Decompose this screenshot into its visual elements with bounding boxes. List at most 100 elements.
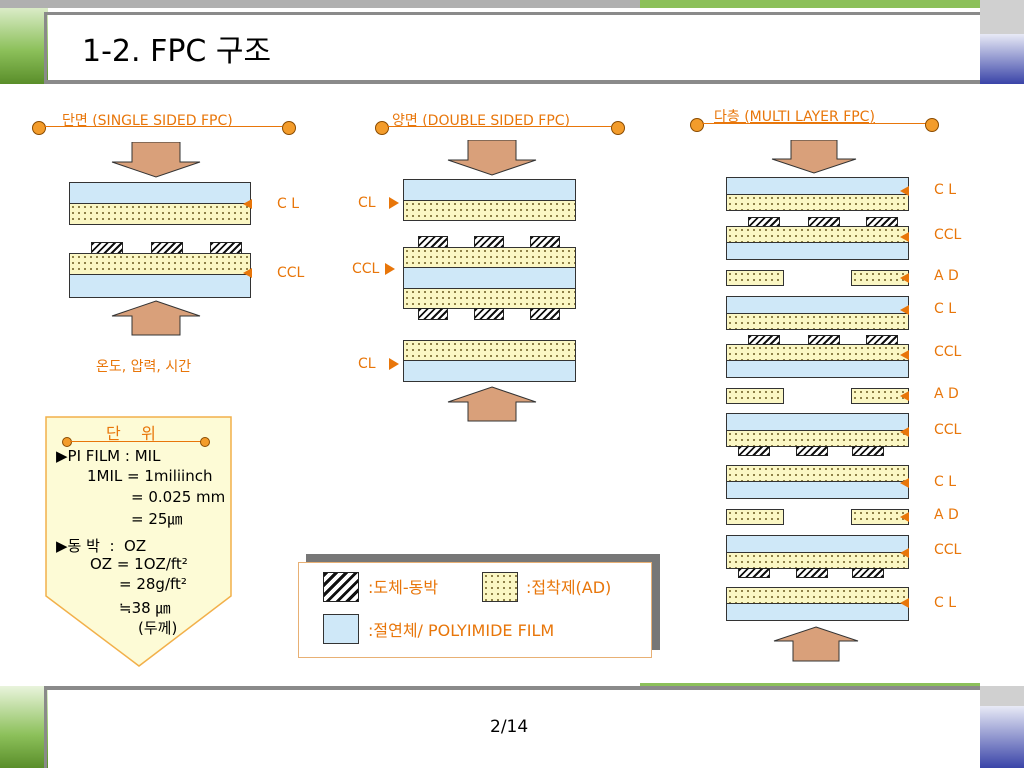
header-dot-right (611, 121, 625, 135)
double-ccl-film (403, 267, 576, 289)
multi-cl1-adhesive (726, 194, 909, 211)
page-number: 2/14 (490, 717, 529, 737)
double-cl-top-marker-icon (389, 197, 399, 209)
single-ccl-adhesive (69, 253, 251, 275)
multi-ad2-marker-icon (900, 391, 909, 401)
multi-ad2-left (726, 388, 784, 404)
arrow-up-icon (773, 626, 859, 662)
single-label-cl: C L (277, 196, 300, 212)
multi-header: 다층 (MULTI LAYER FPC) (714, 109, 875, 125)
double-cl-bottom-marker-icon (389, 358, 399, 370)
frame-right-gray (980, 0, 1024, 34)
frame-title-underline (44, 80, 980, 84)
single-cl-marker-icon (243, 199, 252, 209)
unit-line-oz: OZ = 1OZ/ft² (90, 555, 188, 573)
header-line (44, 126, 282, 127)
header-dot-right (282, 121, 296, 135)
multi-ad3-left (726, 509, 784, 525)
multi-ccl3-film (726, 413, 909, 431)
double-cl-bottom-film (403, 360, 576, 382)
multi-cl2-film (726, 296, 909, 314)
multi-cl2-adhesive (726, 313, 909, 330)
multi-cl1-marker-icon (900, 186, 909, 196)
multi-ccl4-marker-icon (900, 548, 909, 558)
header-dot-left (375, 121, 389, 135)
multi-cl3-marker-icon (900, 478, 909, 488)
multi-copper (796, 568, 828, 578)
unit-dot-left (62, 437, 72, 447)
double-label-cl-bottom: CL (358, 356, 376, 372)
unit-line-approx: ≒38 ㎛ (119, 599, 171, 617)
arrow-down-icon (771, 140, 857, 174)
multi-ccl4-film (726, 535, 909, 553)
frame-bottom-left-block (0, 686, 48, 768)
double-cl-top-film (403, 179, 576, 201)
unit-line-mil: 1MIL = 1miliinch (87, 467, 213, 485)
unit-line-g: = 28g/ft² (119, 575, 187, 593)
multi-ad2-right (851, 388, 909, 404)
multi-label-cl1: C L (934, 182, 957, 198)
header-line (702, 123, 930, 124)
arrow-up-icon (447, 386, 537, 422)
multi-ccl1-film (726, 242, 909, 260)
frame-right-blue (980, 34, 1024, 84)
multi-copper (852, 568, 884, 578)
arrow-down-icon (111, 142, 201, 178)
multi-label-ad1: A D (934, 268, 959, 284)
double-label-cl-top: CL (358, 195, 376, 211)
multi-label-ccl4: CCL (934, 542, 962, 558)
unit-line-mm: = 0.025 mm (131, 488, 226, 506)
double-copper-bottom-2 (474, 308, 504, 320)
arrow-down-icon (447, 140, 537, 176)
multi-ccl1-marker-icon (900, 232, 909, 242)
single-cl-film (69, 182, 251, 204)
arrow-up-icon (111, 300, 201, 336)
unit-title: 단 위 (106, 424, 156, 443)
legend-conductor-swatch (323, 572, 359, 602)
unit-line-copper: ▶동 박 : OZ (56, 537, 147, 555)
frame-bottom-right-gray (980, 686, 1024, 706)
slide-title: 1-2. FPC 구조 (82, 34, 272, 69)
double-label-ccl: CCL (352, 261, 380, 277)
frame-top-left-block (0, 0, 48, 84)
multi-copper (738, 446, 770, 456)
legend-conductor-label: :도체-동박 (368, 578, 439, 597)
unit-line-thickness: (두께) (138, 619, 178, 637)
frame-top-accent (640, 0, 980, 8)
multi-label-ccl2: CCL (934, 344, 962, 360)
single-header: 단면 (SINGLE SIDED FPC) (62, 113, 233, 129)
multi-ad1-left (726, 270, 784, 286)
multi-label-cl3: C L (934, 474, 957, 490)
unit-line-pi: ▶PI FILM : MIL (56, 447, 161, 465)
legend-adhesive-label: :접착제(AD) (526, 578, 612, 597)
frame-bottom-right-blue (980, 706, 1024, 768)
unit-dot-right (200, 437, 210, 447)
multi-ccl3-marker-icon (900, 427, 909, 437)
header-dot-right (925, 118, 939, 132)
multi-ad1-marker-icon (900, 273, 909, 283)
double-ccl-adhesive-bottom (403, 288, 576, 309)
multi-label-cl2: C L (934, 301, 957, 317)
double-copper-bottom-1 (418, 308, 448, 320)
header-line (387, 126, 611, 127)
unit-line-um: = 25㎛ (131, 510, 183, 528)
multi-cl3-film (726, 481, 909, 499)
double-cl-top-adhesive (403, 200, 576, 221)
multi-cl4-adhesive (726, 587, 909, 604)
multi-ccl2-adhesive (726, 344, 909, 361)
header-dot-left (32, 121, 46, 135)
double-copper-bottom-3 (530, 308, 560, 320)
frame-top-bar (0, 0, 1024, 8)
single-ccl-marker-icon (243, 268, 252, 278)
multi-cl3-adhesive (726, 465, 909, 482)
unit-box-shape (45, 416, 232, 667)
header-dot-left (690, 118, 704, 132)
multi-label-ccl1: CCL (934, 227, 962, 243)
multi-label-ad3: A D (934, 507, 959, 523)
multi-cl4-marker-icon (900, 598, 909, 608)
legend-adhesive-swatch (482, 572, 518, 602)
multi-cl1-film (726, 177, 909, 195)
single-cl-adhesive (69, 203, 251, 225)
multi-ccl1-adhesive (726, 226, 909, 243)
multi-ad3-marker-icon (900, 512, 909, 522)
